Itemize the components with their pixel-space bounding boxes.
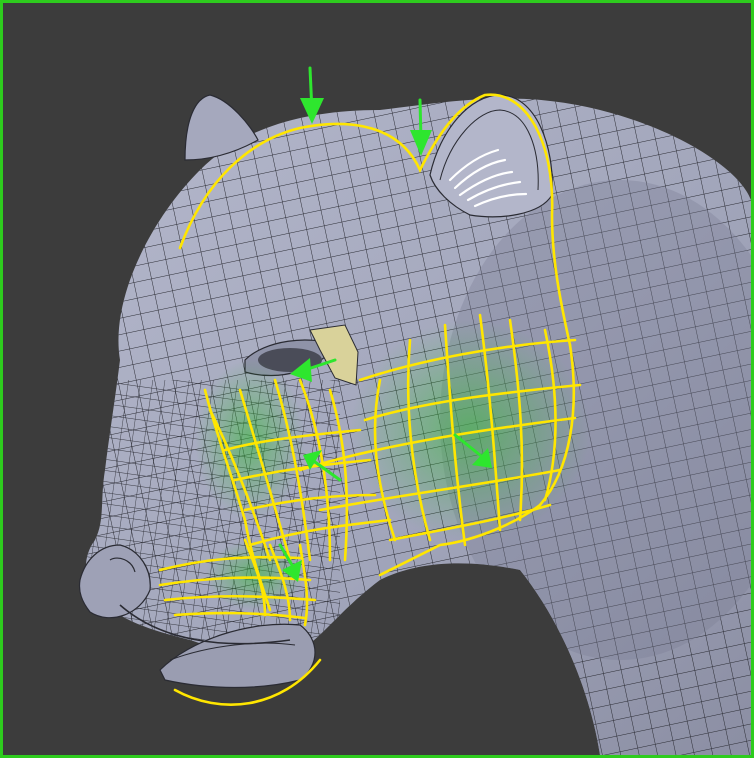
cheek-muscle-highlight (195, 360, 305, 520)
